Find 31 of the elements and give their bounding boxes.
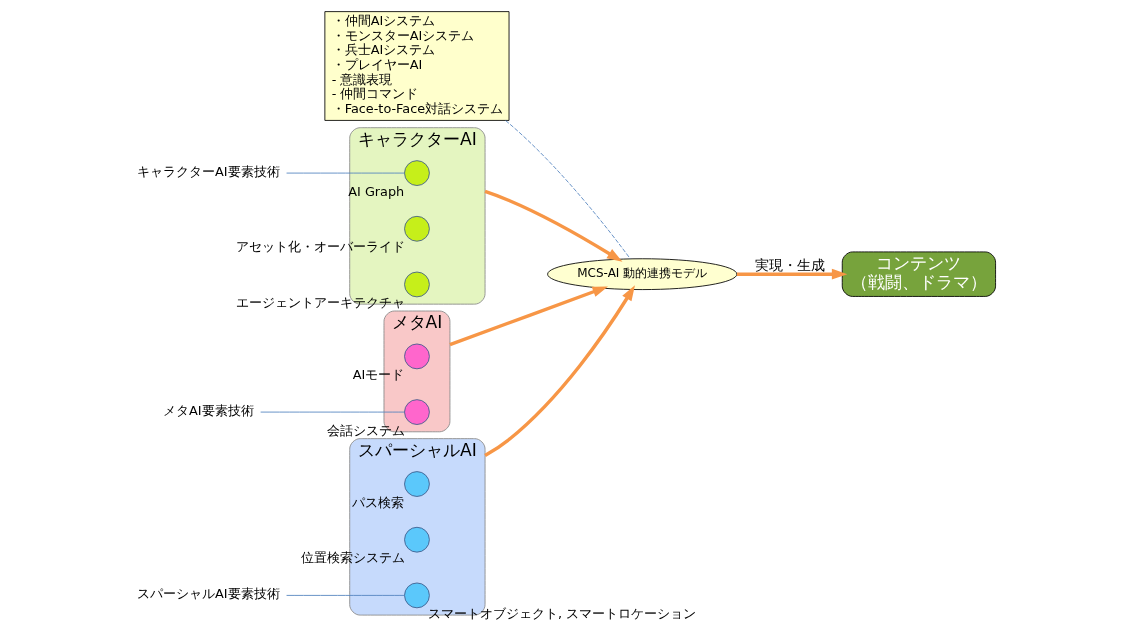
edge-label: 実現・生成 [754,256,825,273]
connector [505,120,631,260]
node-label: エージェントアーキテクチャ [236,295,406,311]
node-text: メタAI要素技術 [163,403,254,419]
arrow [449,286,609,347]
arrow [484,285,635,457]
node-label: スマートオブジェクト, スマートロケーション [428,606,697,622]
node-label: 会話システム [326,422,405,438]
node-label: AIモード [352,367,405,383]
node-circle [404,215,430,242]
node-label: アセット化・オーバーライド [236,239,406,255]
connector [260,411,405,413]
arrow [484,189,623,262]
node-circle [404,582,430,609]
node-circle [404,399,430,425]
node-circle [404,471,430,497]
node-box: コンテンツ （戦闘、ドラマ） [841,251,996,297]
connector [286,172,405,174]
node-circle [404,160,430,186]
node-label: 位置検索システム [300,550,405,566]
arrow [736,268,848,280]
node-circle [404,343,430,370]
node-text: スパーシャルAI要素技術 [137,586,280,602]
node-text: キャラクターAI要素技術 [137,164,280,180]
node-label: AI Graph [348,183,405,199]
connector [286,594,405,596]
node-ellipse: MCS-AI 動的連携モデル [547,258,738,290]
node-circle [404,526,430,553]
node-box: ・仲間AIシステム ・モンスターAIシステム ・兵士AIシステム ・プレイヤーAI - 意識表現 - 仲間コマンド ・Face-to-Face対話システム [324,11,510,121]
node-circle [404,271,430,298]
node-label: パス検索 [352,494,405,510]
